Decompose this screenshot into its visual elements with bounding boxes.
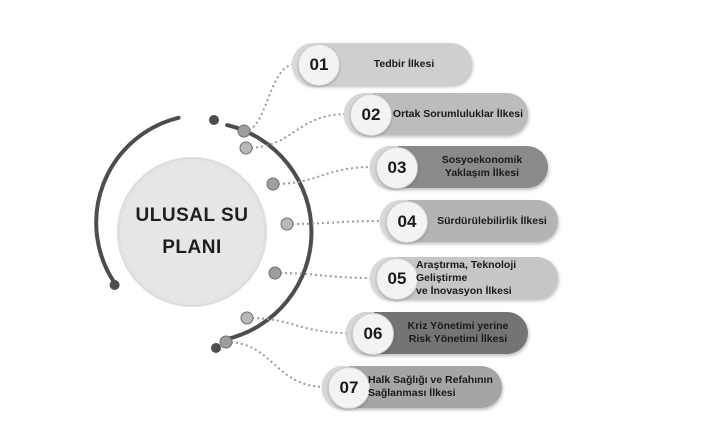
center-title-circle: ULUSAL SU PLANI <box>117 157 267 307</box>
principle-number-badge: 07 <box>328 367 370 409</box>
principle-number-badge: 06 <box>352 313 394 355</box>
principle-label-line: Sosyoekonomik <box>441 154 523 166</box>
principle-label-line: Araştırma, Teknoloji Geliştirme <box>416 258 517 284</box>
arc-node-06 <box>240 311 254 325</box>
principle-label-line: ve İnovasyon İlkesi <box>416 284 512 297</box>
left-arc <box>94 115 181 285</box>
principle-label-line: Halk Sağlığı ve Refahının <box>368 374 493 386</box>
principle-number-badge: 03 <box>376 147 418 189</box>
principle-label-line: Sürdürülebilirlik İlkesi <box>437 214 547 227</box>
arc-node-01 <box>237 124 251 138</box>
principle-number-badge: 05 <box>376 258 418 300</box>
center-title-line2: PLANI <box>162 237 222 258</box>
principle-label-line: Risk Yönetimi İlkesi <box>408 333 508 345</box>
principle-item-01: 01 Tedbir İlkesi <box>292 43 472 86</box>
principle-label-line: Ortak Sorumluluklar İlkesi <box>392 107 524 120</box>
center-title-line1: ULUSAL SU <box>135 205 249 226</box>
principle-label-line: Sağlanması İlkesi <box>368 387 456 399</box>
principle-label: Ortak Sorumluluklar İlkesi <box>392 93 524 135</box>
principle-label-line: Tedbir İlkesi <box>373 57 435 70</box>
outer-arc <box>223 123 314 342</box>
arc-node-05 <box>268 266 282 280</box>
principle-label-line: Kriz Yönetimi yerine <box>407 320 509 332</box>
principle-number-badge: 01 <box>298 44 340 86</box>
principle-label-line: Yaklaşım İlkesi <box>444 167 520 179</box>
principle-label: Tedbir İlkesi <box>344 43 464 85</box>
arc-node-04 <box>280 217 294 231</box>
arc-node-03 <box>266 177 280 191</box>
connector-06 <box>246 317 351 334</box>
arc-node-07 <box>219 335 233 349</box>
connector-07 <box>225 341 327 388</box>
connector-05 <box>274 272 375 279</box>
principle-item-04: 04 Sürdürülebilirlik İlkesi <box>380 200 558 243</box>
top-arc-end-dot <box>209 115 219 125</box>
arc-node-02 <box>239 141 253 155</box>
connector-02 <box>245 113 349 149</box>
principle-number-badge: 04 <box>386 201 428 243</box>
left-arc-end-dot <box>109 280 120 290</box>
principle-label: Sürdürülebilirlik İlkesi <box>430 200 554 242</box>
connector-03 <box>272 166 375 185</box>
connector-01 <box>243 63 297 132</box>
principle-number-badge: 02 <box>350 94 392 136</box>
connector-04 <box>286 220 385 225</box>
bottom-arc-end-dot <box>211 343 221 353</box>
